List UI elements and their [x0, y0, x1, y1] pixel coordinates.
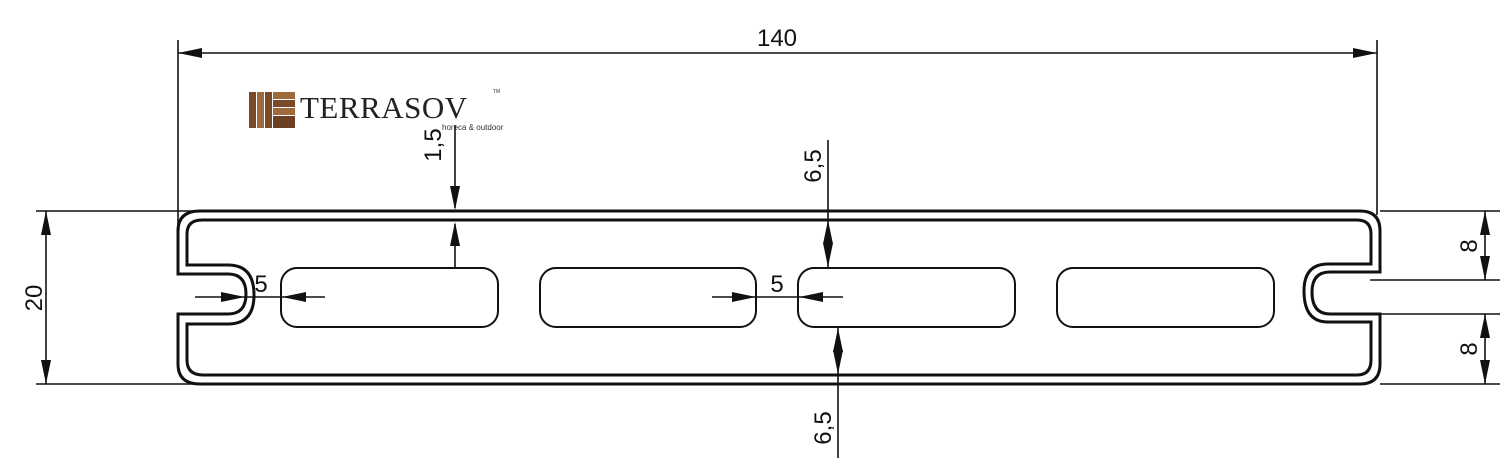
- center-top-label: 6,5: [800, 149, 827, 182]
- overall-height-label: 20: [21, 285, 48, 312]
- logo-trademark: TM: [493, 89, 500, 95]
- parquet-logo-icon: [249, 92, 295, 128]
- dimension-groove-offsets: 8 8: [1370, 210, 1500, 385]
- web-width-label: 5: [770, 271, 783, 298]
- top-wall-label: 1,5: [420, 128, 447, 161]
- logo-name: TERRASOV: [300, 90, 468, 125]
- logo-tagline: horeca & outdoor: [442, 123, 504, 132]
- board-inner-contour: [185, 218, 1373, 377]
- chamber-4: [1056, 267, 1275, 328]
- dimension-top-wall: 1,5: [420, 125, 460, 268]
- dimension-web-width: 5: [712, 271, 843, 302]
- groove-depth-label: 5: [254, 271, 267, 298]
- dimension-groove-depth: 5: [195, 271, 325, 302]
- terrasov-logo: TERRASOV horeca & outdoor TM: [249, 89, 504, 132]
- groove-offset-bottom-label: 8: [1456, 342, 1483, 355]
- dimension-center-bottom: 6,5: [810, 328, 843, 458]
- dimension-overall-height: 20: [21, 210, 200, 385]
- groove-offset-top-label: 8: [1456, 239, 1483, 252]
- overall-width-label: 140: [757, 25, 797, 52]
- center-bottom-label: 6,5: [810, 411, 837, 444]
- board-outer-contour: [176, 209, 1382, 386]
- dimension-center-top: 6,5: [800, 140, 833, 268]
- dimension-overall-width: 140: [177, 25, 1378, 228]
